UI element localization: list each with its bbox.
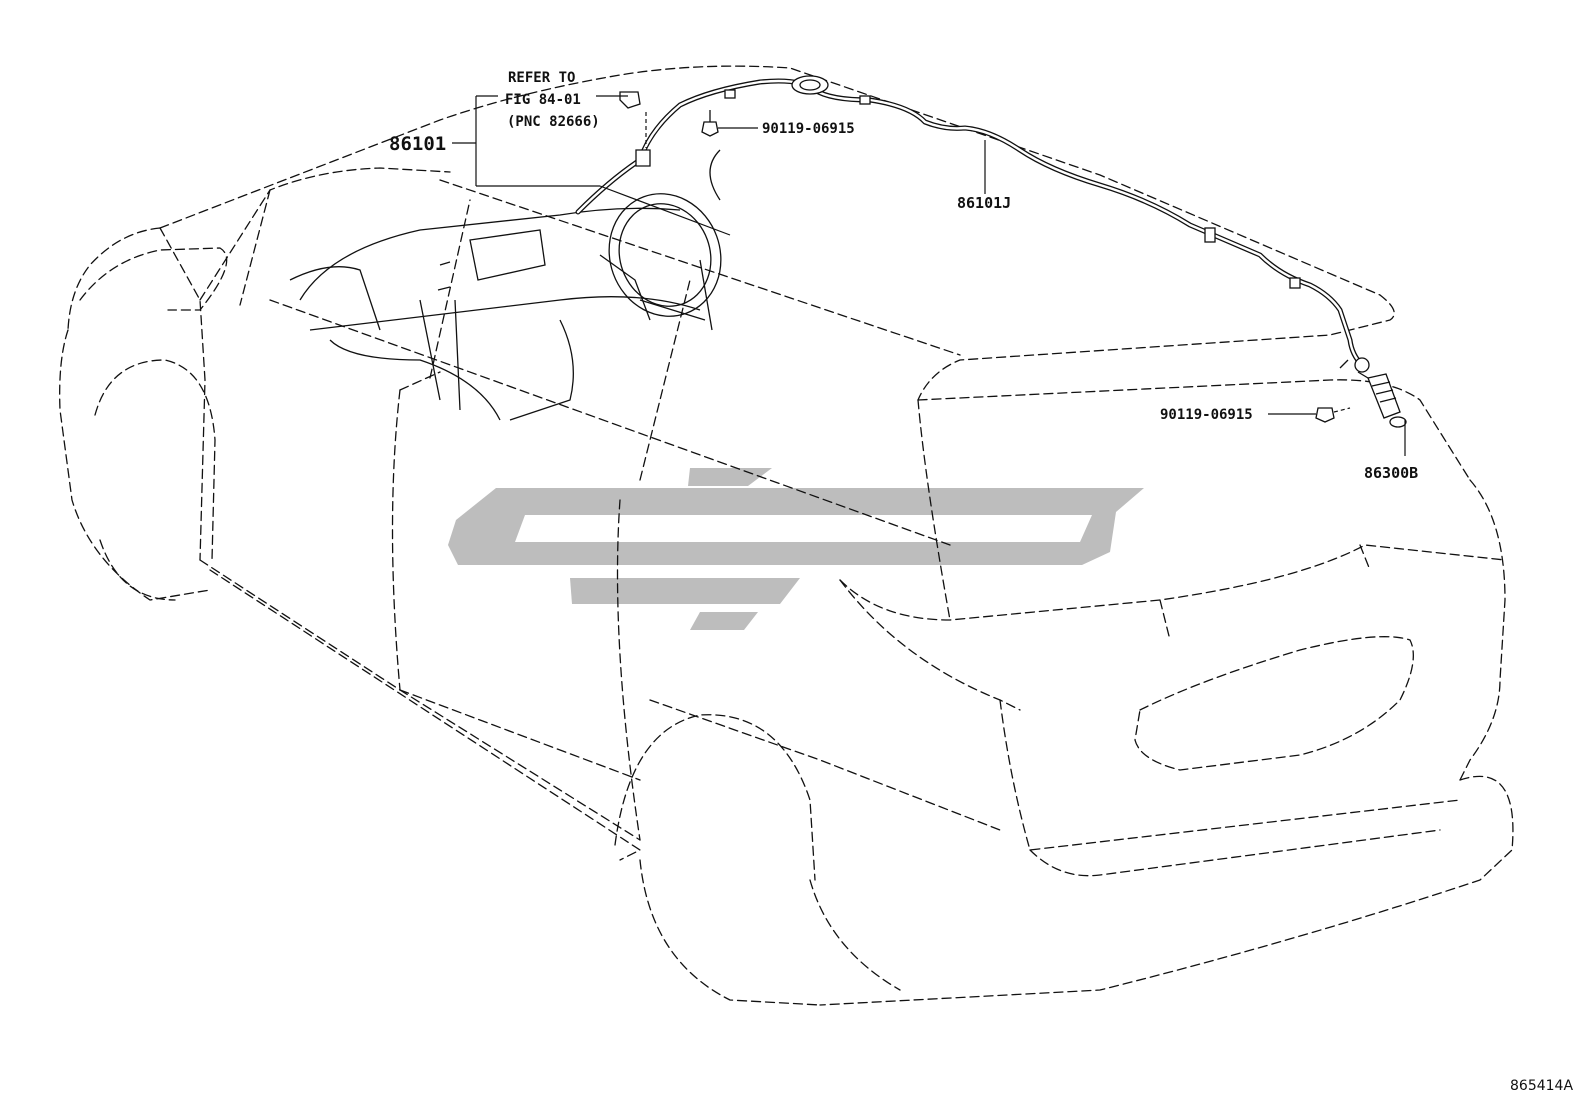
part-label-86300B: 86300B (1364, 464, 1418, 482)
refer-label-line2: FIG 84-01 (505, 92, 581, 108)
clamp-icon (1289, 277, 1301, 289)
clip-icon (701, 110, 719, 137)
clip-icon (1315, 407, 1351, 423)
connector-icon (1354, 357, 1370, 373)
connector-icon (635, 149, 651, 167)
part-label-clip-top: 90119-06915 (762, 121, 855, 137)
part-label-clip-rear: 90119-06915 (1160, 407, 1253, 423)
connector-icon (619, 91, 641, 109)
watermark-logo (448, 468, 1144, 630)
antenna-amplifier-icon (1339, 359, 1407, 428)
part-label-86101: 86101 (389, 133, 446, 155)
clamp-icon (1204, 227, 1216, 243)
clamp-icon (724, 89, 736, 99)
vehicle-interior (289, 149, 722, 421)
vehicle-outline (59, 65, 1514, 1006)
figure-id: 865414A (1510, 1078, 1573, 1094)
part-label-86101J: 86101J (957, 194, 1011, 212)
antenna-harness (575, 75, 1370, 373)
refer-label-line1: REFER TO (508, 70, 575, 86)
refer-label-line3: (PNC 82666) (507, 114, 600, 130)
clamp-icon (859, 95, 871, 105)
leader-lines (452, 95, 1406, 456)
